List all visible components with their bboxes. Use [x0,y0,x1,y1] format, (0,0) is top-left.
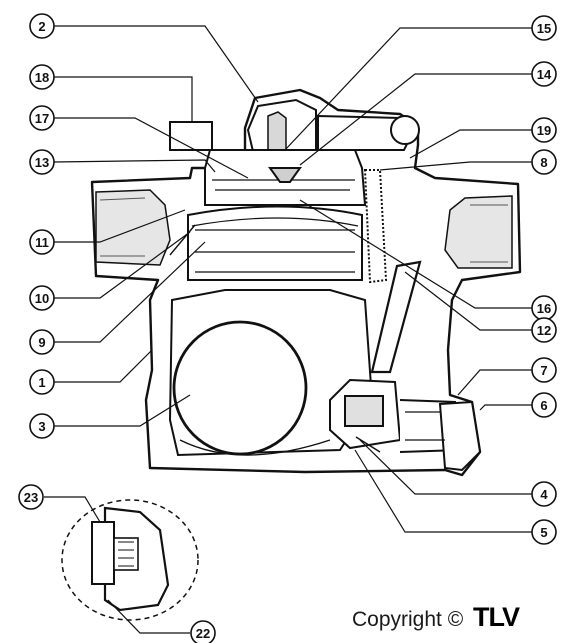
siphon-tube [370,260,422,374]
plug-18 [169,121,213,151]
callout-8: 8 [531,149,557,175]
copyright-notice: Copyright © TLV [352,602,520,633]
svg-text:13: 13 [35,155,49,170]
screen-strainer [187,205,363,281]
callout-3: 3 [29,413,55,439]
callout-22: 22 [190,620,216,643]
svg-text:17: 17 [35,111,49,126]
detail-inset [61,499,199,621]
valve-pin [268,167,302,183]
callout-11: 11 [29,229,55,255]
copyright-text: Copyright © [352,608,464,631]
screen-mesh [363,169,388,284]
callouts: 2 18 17 13 11 10 9 1 3 15 14 19 8 16 12 … [18,13,557,643]
callout-10: 10 [29,285,55,311]
detail-plug-hex [91,521,115,585]
svg-text:14: 14 [537,67,552,82]
drain-plug [438,400,482,472]
callout-2: 2 [29,13,55,39]
svg-text:2: 2 [38,19,45,34]
callout-5: 5 [531,519,557,545]
callout-17: 17 [29,105,55,131]
callout-1: 1 [29,369,55,395]
svg-text:5: 5 [540,525,547,540]
brand-logo-text: TLV [473,602,520,632]
svg-text:15: 15 [537,21,551,36]
free-float [172,320,308,456]
svg-text:11: 11 [35,235,49,250]
svg-text:7: 7 [540,363,547,378]
svg-text:6: 6 [540,398,547,413]
svg-text:4: 4 [540,487,548,502]
svg-text:18: 18 [35,70,49,85]
svg-text:10: 10 [35,291,49,306]
callout-15: 15 [531,15,557,41]
callout-14: 14 [531,61,557,87]
outlet-port [444,195,513,269]
callout-9: 9 [29,329,55,355]
svg-text:8: 8 [540,155,547,170]
callout-7: 7 [531,357,557,383]
internal-parts [95,98,513,472]
callout-6: 6 [531,392,557,418]
callout-19: 19 [531,117,557,143]
callout-18: 18 [29,64,55,90]
orifice-insert [344,395,384,427]
svg-text:23: 23 [24,490,38,505]
detail-circle [61,499,199,621]
cover-bolt [390,115,420,145]
svg-text:22: 22 [196,626,210,641]
callout-12: 12 [531,317,557,343]
callout-4: 4 [531,481,557,507]
svg-text:1: 1 [38,375,45,390]
svg-text:19: 19 [537,123,551,138]
callout-13: 13 [29,149,55,175]
inlet-port [95,189,171,266]
svg-text:9: 9 [38,335,45,350]
callout-16: 16 [531,295,557,321]
svg-text:3: 3 [38,419,45,434]
callout-23: 23 [18,484,44,510]
svg-text:12: 12 [537,323,551,338]
leader-lines [44,25,532,634]
svg-text:16: 16 [537,301,551,316]
